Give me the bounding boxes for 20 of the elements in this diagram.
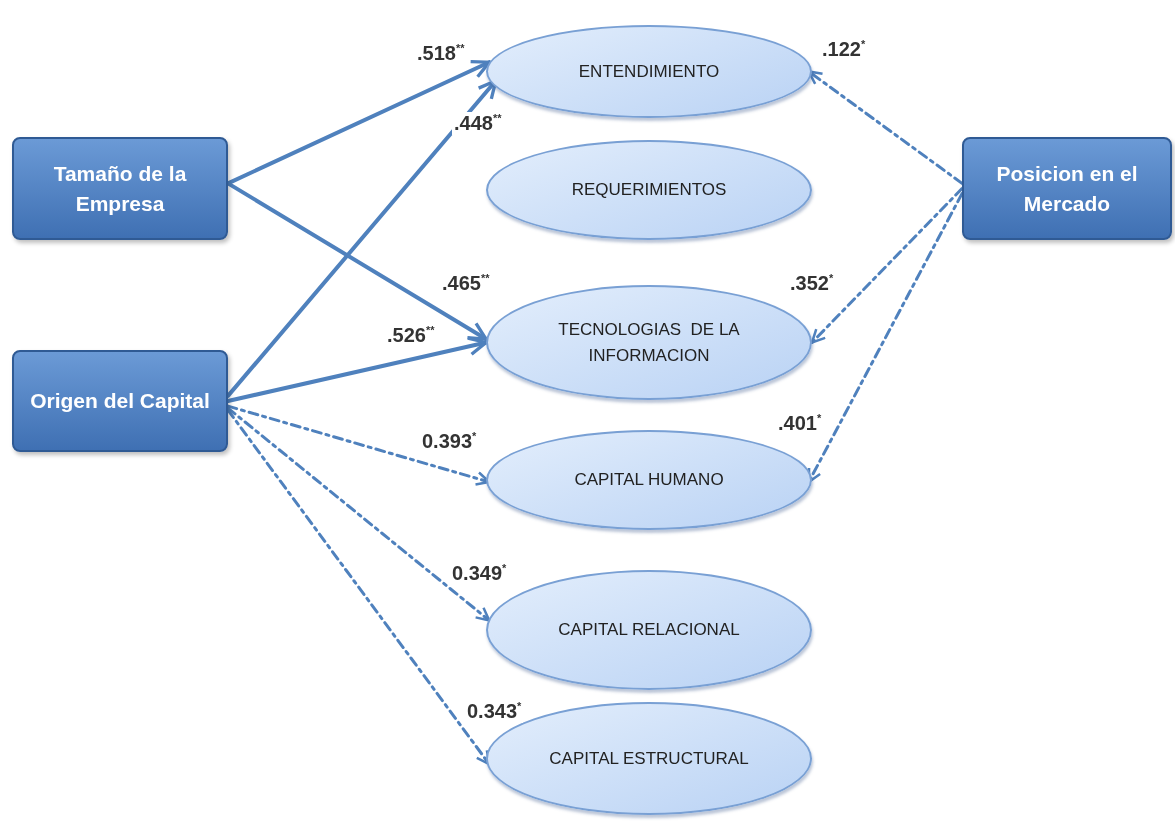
node-label: REQUERIMIENTOS [571, 179, 727, 202]
node-label: Posicion en el Mercado [995, 161, 1139, 217]
variable-box [12, 350, 228, 452]
variable-box [12, 137, 228, 240]
edge-label: 0.343$^{*}$ [465, 700, 524, 723]
arrow [810, 187, 964, 344]
node-label: CAPITAL ESTRUCTURAL [549, 747, 749, 770]
node-label: Tamaño de la Empresa [52, 161, 188, 217]
node-label: ENTENDIMIENTO [578, 60, 720, 83]
arrow [807, 192, 964, 484]
node-label: TECNOLOGIAS DE LA INFORMACION [557, 319, 741, 367]
arrow [226, 336, 488, 403]
node-label: CAPITAL HUMANO [574, 469, 724, 492]
arrow [226, 60, 492, 186]
variable-box [962, 137, 1172, 240]
node-label: Origen del Capital [30, 388, 210, 415]
node-label: CAPITAL RELACIONAL [558, 619, 740, 642]
arrow [226, 181, 488, 342]
edge-label: .448$^{**}$ [452, 112, 504, 135]
arrow [226, 406, 491, 622]
